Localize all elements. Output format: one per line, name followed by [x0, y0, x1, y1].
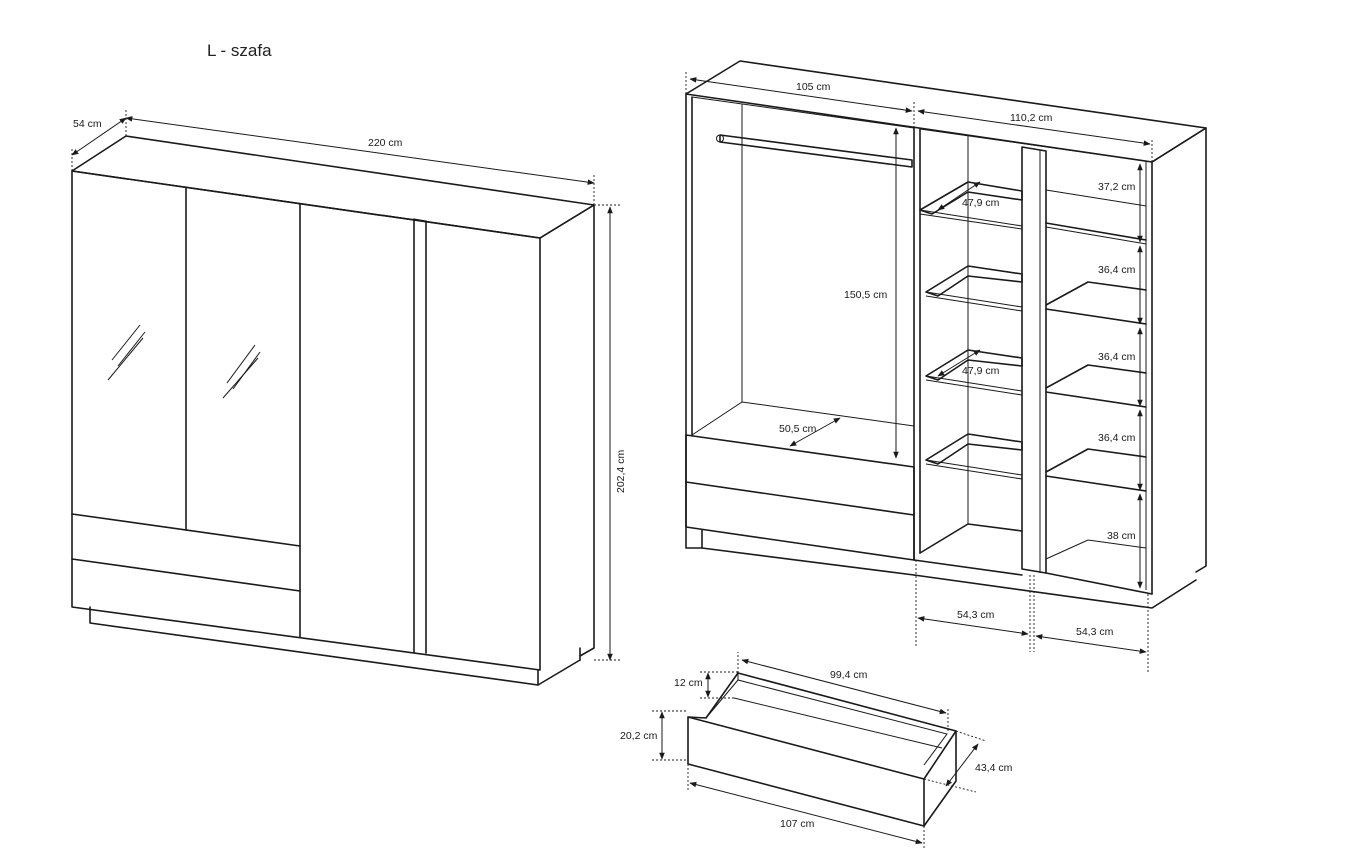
label-wardrobe-height: 202,4 cm [615, 450, 627, 493]
drawer-view: 99,4 cm 12 cm 20,2 cm 43,4 cm 107 cm [620, 652, 1013, 850]
wardrobe-open-view: 105 cm 110,2 cm 150,5 cm 50,5 cm 47,9 cm… [685, 60, 1207, 672]
label-left-section-width: 105 cm [796, 81, 831, 93]
mirror-reflection-icon [107, 324, 261, 399]
label-inner-width-left: 54,3 cm [957, 609, 995, 621]
label-right-section-width: 110,2 cm [1010, 112, 1053, 124]
label-inner-width-right: 54,3 cm [1076, 626, 1114, 638]
label-shelf-depth-upper: 47,9 cm [962, 197, 1000, 209]
drawing-title: L - szafa [207, 41, 272, 60]
label-hanging-height: 150,5 cm [844, 289, 887, 301]
label-shelf-gap-1: 37,2 cm [1098, 181, 1136, 193]
label-shelf-gap-3: 36,4 cm [1098, 351, 1136, 363]
label-shelf-gap-5: 38 cm [1107, 530, 1136, 542]
label-drawer-inner-width: 99,4 cm [830, 669, 868, 681]
label-wardrobe-depth: 54 cm [73, 118, 102, 130]
label-drawer-front-width: 107 cm [780, 818, 815, 830]
label-shelf-depth-lower: 47,9 cm [962, 365, 1000, 377]
label-shelf-gap-4: 36,4 cm [1098, 432, 1136, 444]
label-drawer-front-height: 20,2 cm [620, 730, 658, 742]
label-drawer-inner-height: 12 cm [674, 677, 703, 689]
label-compartment-depth: 50,5 cm [779, 423, 817, 435]
label-drawer-depth: 43,4 cm [975, 762, 1013, 774]
label-shelf-gap-2: 36,4 cm [1098, 264, 1136, 276]
wardrobe-closed-view: 54 cm 220 cm 202,4 cm [71, 110, 627, 686]
label-wardrobe-width: 220 cm [368, 137, 403, 149]
